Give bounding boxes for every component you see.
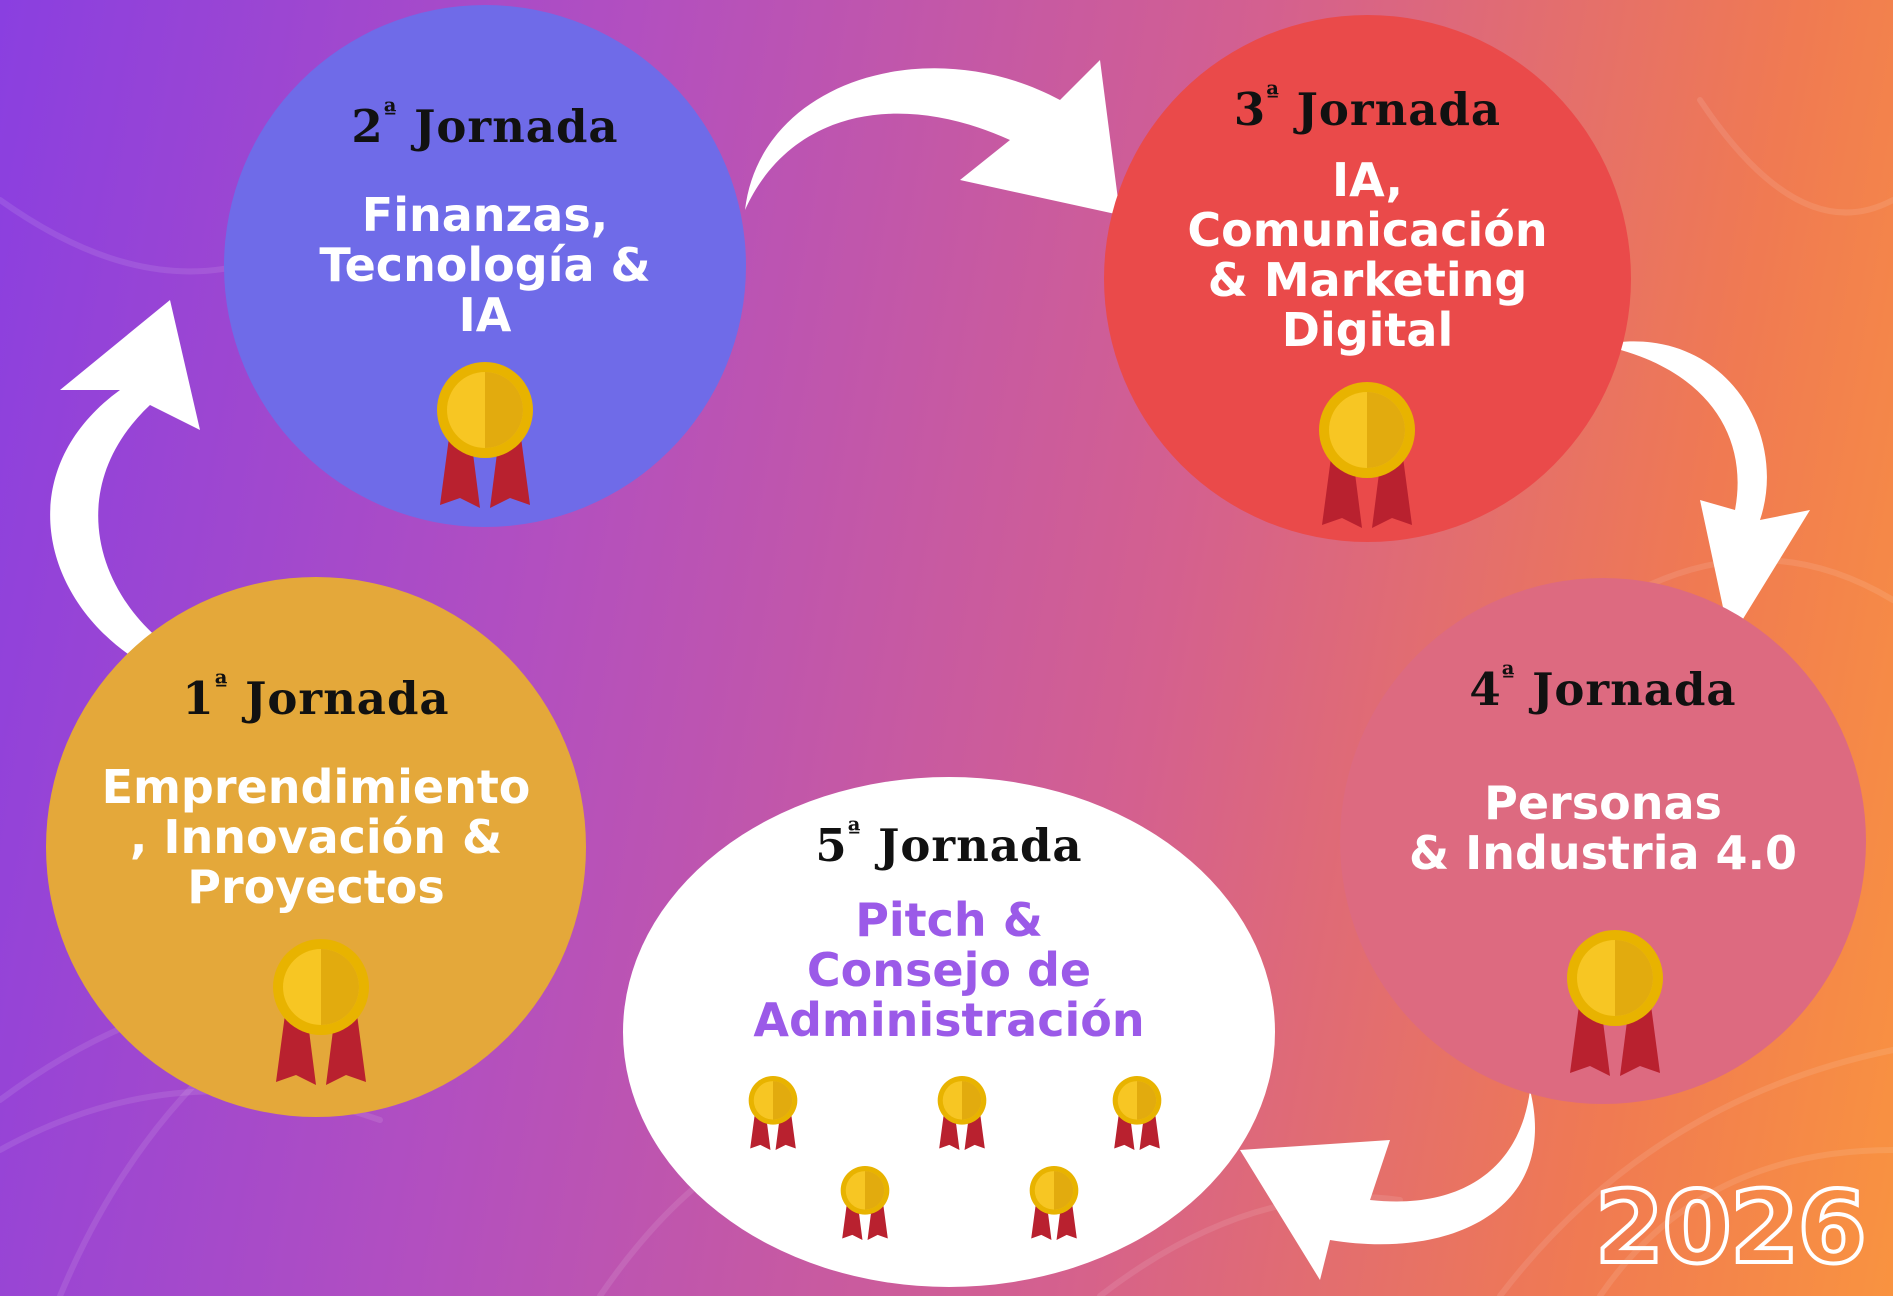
topic-line: Comunicación [1187,203,1548,257]
jornada-4-title: 4ª Jornada [1340,661,1866,716]
curved-arrow-icon [1600,341,1810,640]
jornada-4-circle: 4ª Jornada Personas & Industria 4.0 [1340,578,1866,1104]
topic-line: Tecnología & [319,238,651,292]
jornada-label: Jornada [1532,663,1737,716]
award-ribbon-icon [840,1166,890,1240]
jornada-number: 1 [182,672,215,725]
curved-arrow-icon [745,60,1120,215]
topic-line: Digital [1281,303,1454,357]
year-label: 2026 [1593,1167,1869,1288]
award-ribbon-icon [437,362,533,508]
award-ribbon-icon [1029,1166,1079,1240]
award-ribbon-icon [273,939,369,1085]
jornada-ordinal: ª [847,817,862,847]
topic-line: Emprendimiento [101,760,531,814]
jornada-2-topic: Finanzas, Tecnología & IA [224,190,746,340]
topic-line: Consejo de [806,943,1092,997]
jornada-number: 4 [1469,663,1502,716]
award-ribbon-icon [748,1076,798,1150]
jornada-5-circle: 5ª Jornada Pitch & Consejo de Administra… [623,777,1275,1287]
jornada-1-title: 1ª Jornada [46,670,586,725]
jornada-3-topic: IA, Comunicación & Marketing Digital [1104,155,1631,355]
topic-line: , Innovación & [129,810,503,864]
topic-line: & Marketing [1207,253,1528,307]
jornada-ordinal: ª [1266,81,1280,111]
award-ribbon-icon [937,1076,987,1150]
jornada-4-topic: Personas & Industria 4.0 [1340,778,1866,878]
award-ribbon-icon [1567,930,1663,1076]
jornada-label: Jornada [1296,83,1502,136]
jornada-2-title: 2ª Jornada [224,98,746,153]
jornada-label: Jornada [245,672,450,725]
award-ribbon-icon [1319,382,1415,528]
jornada-ordinal: ª [214,670,229,700]
jornada-5-topic: Pitch & Consejo de Administración [623,895,1275,1045]
topic-line: Personas [1484,776,1722,830]
jornada-number: 3 [1233,83,1267,136]
jornada-number: 2 [351,100,384,153]
jornada-1-topic: Emprendimiento , Innovación & Proyectos [46,762,586,912]
curved-arrow-icon [1240,1090,1535,1280]
jornada-5-title: 5ª Jornada [623,817,1275,872]
jornada-label: Jornada [878,819,1083,872]
curved-arrow-icon [50,300,201,662]
topic-line: Proyectos [187,860,445,914]
topic-line: Pitch & [855,893,1043,947]
jornada-ordinal: ª [383,98,398,128]
jornada-3-circle: 3ª Jornada IA, Comunicación & Marketing … [1104,15,1631,542]
jornada-2-circle: 2ª Jornada Finanzas, Tecnología & IA [224,5,746,527]
award-ribbon-icon [1112,1076,1162,1150]
jornada-3-title: 3ª Jornada [1104,81,1631,136]
jornada-ordinal: ª [1501,661,1516,691]
jornada-1-circle: 1ª Jornada Emprendimiento , Innovación &… [46,577,586,1117]
topic-line: Administración [753,993,1145,1047]
topic-line: IA [458,288,512,342]
topic-line: Finanzas, [361,188,609,242]
topic-line: IA, [1331,153,1404,207]
jornada-label: Jornada [414,100,619,153]
jornada-number: 5 [815,819,848,872]
topic-line: & Industria 4.0 [1408,826,1798,880]
